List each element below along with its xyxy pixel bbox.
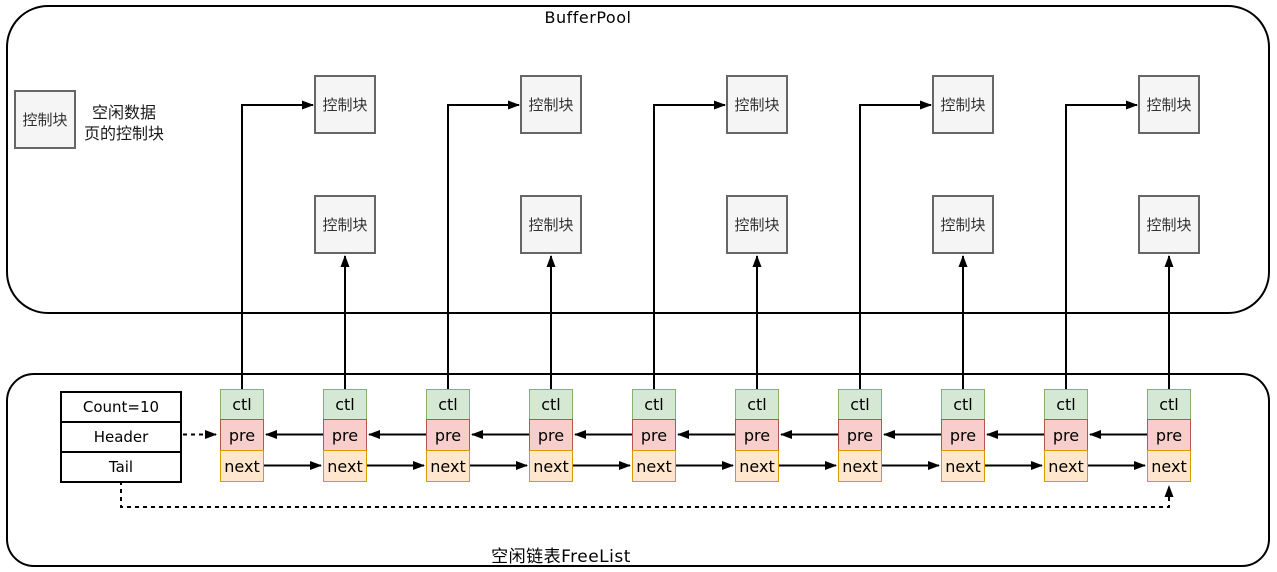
ctl-cell: ctl xyxy=(426,389,470,420)
freelist-title: 空闲链表FreeList xyxy=(491,547,631,567)
pre-cell: pre xyxy=(632,419,676,451)
next-cell: next xyxy=(426,450,470,482)
control-block: 控制块 xyxy=(1138,195,1200,254)
next-cell: next xyxy=(529,450,573,482)
ctl-cell: ctl xyxy=(838,389,882,420)
pre-cell: pre xyxy=(941,419,985,451)
control-block: 控制块 xyxy=(520,75,582,134)
next-cell: next xyxy=(735,450,779,482)
header-row: Header xyxy=(62,421,180,451)
ctl-cell: ctl xyxy=(1044,389,1088,420)
count-row: Count=10 xyxy=(82,398,160,416)
pre-cell: pre xyxy=(426,419,470,451)
ctl-cell: ctl xyxy=(1147,389,1191,420)
freelist-node: ctl pre next xyxy=(941,389,985,482)
next-cell: next xyxy=(632,450,676,482)
next-cell: next xyxy=(941,450,985,482)
pre-cell: pre xyxy=(1147,419,1191,451)
control-block: 控制块 xyxy=(1138,75,1200,134)
freelist-pointer-table: Count=10 Header Tail xyxy=(60,391,182,483)
ctl-cell: ctl xyxy=(735,389,779,420)
ctl-cell: ctl xyxy=(632,389,676,420)
pre-cell: pre xyxy=(220,419,264,451)
ctl-cell: ctl xyxy=(941,389,985,420)
freelist-node: ctl pre next xyxy=(838,389,882,482)
freelist-node: ctl pre next xyxy=(1044,389,1088,482)
control-block: 控制块 xyxy=(314,75,376,134)
control-block: 控制块 xyxy=(520,195,582,254)
bufferpool-container xyxy=(6,5,1270,314)
control-block: 控制块 xyxy=(726,195,788,254)
next-cell: next xyxy=(220,450,264,482)
pre-cell: pre xyxy=(323,419,367,451)
next-cell: next xyxy=(838,450,882,482)
pre-cell: pre xyxy=(529,419,573,451)
legend-caption-line2: 页的控制块 xyxy=(83,124,164,143)
bufferpool-title: BufferPool xyxy=(544,8,632,27)
tail-row: Tail xyxy=(62,451,180,481)
next-cell: next xyxy=(1147,450,1191,482)
control-block: 控制块 xyxy=(932,75,994,134)
control-block: 控制块 xyxy=(932,195,994,254)
legend-caption-line1: 空闲数据 xyxy=(91,103,156,122)
ctl-cell: ctl xyxy=(529,389,573,420)
freelist-node: ctl pre next xyxy=(735,389,779,482)
pre-cell: pre xyxy=(1044,419,1088,451)
freelist-node: ctl pre next xyxy=(1147,389,1191,482)
freelist-node: ctl pre next xyxy=(220,389,264,482)
next-cell: next xyxy=(323,450,367,482)
pre-cell: pre xyxy=(838,419,882,451)
control-block: 控制块 xyxy=(726,75,788,134)
freelist-node: ctl pre next xyxy=(529,389,573,482)
legend-control-block: 控制块 xyxy=(14,90,76,149)
freelist-node: ctl pre next xyxy=(426,389,470,482)
next-cell: next xyxy=(1044,450,1088,482)
ctl-cell: ctl xyxy=(323,389,367,420)
freelist-node: ctl pre next xyxy=(323,389,367,482)
control-block: 控制块 xyxy=(314,195,376,254)
freelist-node: ctl pre next xyxy=(632,389,676,482)
ctl-cell: ctl xyxy=(220,389,264,420)
pre-cell: pre xyxy=(735,419,779,451)
legend-caption: 空闲数据 页的控制块 xyxy=(76,102,172,144)
